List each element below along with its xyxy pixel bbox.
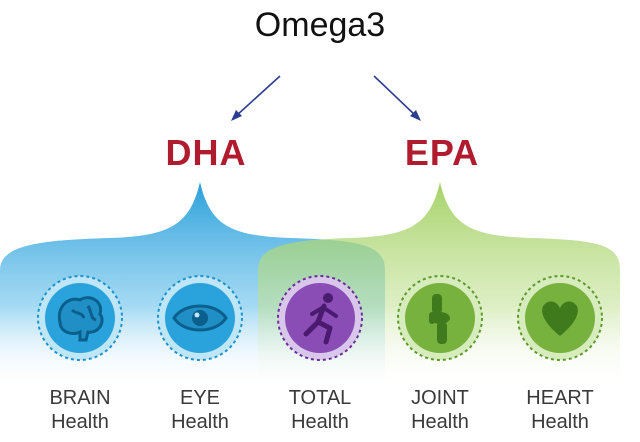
eye-line2: Health bbox=[171, 411, 229, 433]
heart-line2: Health bbox=[531, 411, 589, 433]
knee-joint-icon bbox=[429, 294, 450, 344]
eye-icon bbox=[172, 304, 228, 332]
heart-health-label: HEART Health bbox=[505, 386, 615, 434]
runner-icon bbox=[303, 293, 338, 345]
total-line2: Health bbox=[291, 411, 349, 433]
eye-line1: EYE bbox=[179, 387, 221, 409]
brain-health-label: BRAIN Health bbox=[25, 386, 135, 434]
brain-line1: BRAIN bbox=[49, 387, 111, 409]
arrow-to-epa bbox=[373, 75, 421, 121]
total-health-label: TOTAL Health bbox=[265, 386, 375, 434]
eye-health-label: EYE Health bbox=[145, 386, 255, 434]
dha-label: DHA bbox=[165, 132, 247, 173]
joint-line1: JOINT bbox=[411, 387, 469, 409]
joint-health-label: JOINT Health bbox=[385, 386, 495, 434]
heart-icon bbox=[542, 301, 578, 336]
arrow-to-dha bbox=[231, 75, 281, 121]
brain-line2: Health bbox=[51, 411, 109, 433]
epa-label: EPA bbox=[404, 132, 480, 173]
brain-icon bbox=[57, 296, 104, 342]
total-line1: TOTAL bbox=[288, 387, 352, 409]
joint-line2: Health bbox=[411, 411, 469, 433]
heart-line1: HEART bbox=[526, 387, 594, 409]
diagram-title: Omega3 bbox=[254, 6, 386, 44]
